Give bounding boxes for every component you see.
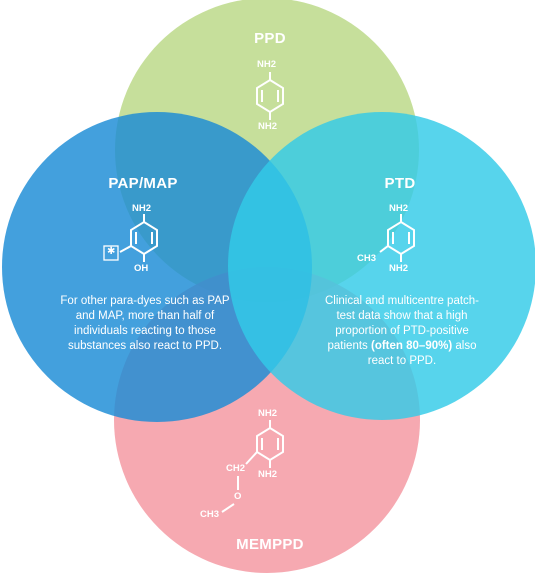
pap-map-oh: OH (134, 263, 149, 274)
pap-map-nh2: NH2 (132, 203, 152, 214)
ptd-title: PTD (384, 175, 416, 192)
ppd-nh2-bottom: NH2 (258, 121, 278, 132)
ppd-nh2-top: NH2 (257, 59, 277, 70)
memppd-nh2-bottom: NH2 (258, 469, 278, 480)
ptd-description: Clinical and multicentre patch-test data… (316, 294, 488, 369)
ppd-molecule-icon (256, 72, 284, 120)
memppd-ch2: CH2 (226, 463, 246, 474)
memppd-ch3: CH3 (200, 509, 220, 520)
ptd-description-bold: (often 80–90%) (371, 340, 453, 352)
ppd-title: PPD (254, 30, 286, 47)
ptd-description-part-2: also react to PPD. (367, 340, 477, 367)
ptd-nh2-top: NH2 (389, 203, 409, 214)
memppd-o: O (234, 491, 242, 502)
pap-map-circle (2, 112, 312, 422)
ptd-molecule-icon (379, 214, 415, 262)
ptd-circle (228, 112, 535, 420)
asterisk-box-icon (103, 245, 119, 261)
pap-map-title: PAP/MAP (108, 175, 178, 192)
pap-map-molecule-icon (103, 214, 158, 262)
memppd-title: MEMPPD (236, 536, 304, 553)
ptd-ch3: CH3 (357, 253, 377, 264)
memppd-nh2-top: NH2 (258, 408, 278, 419)
ptd-nh2-bottom: NH2 (389, 263, 409, 274)
ptd-description-part-1: Clinical and multicentre patch-test data… (324, 295, 480, 352)
pap-map-description: For other para-dyes such as PAP and MAP,… (60, 295, 230, 352)
memppd-molecule-icon (221, 420, 284, 513)
asterisk-icon: ✱ (107, 246, 116, 257)
